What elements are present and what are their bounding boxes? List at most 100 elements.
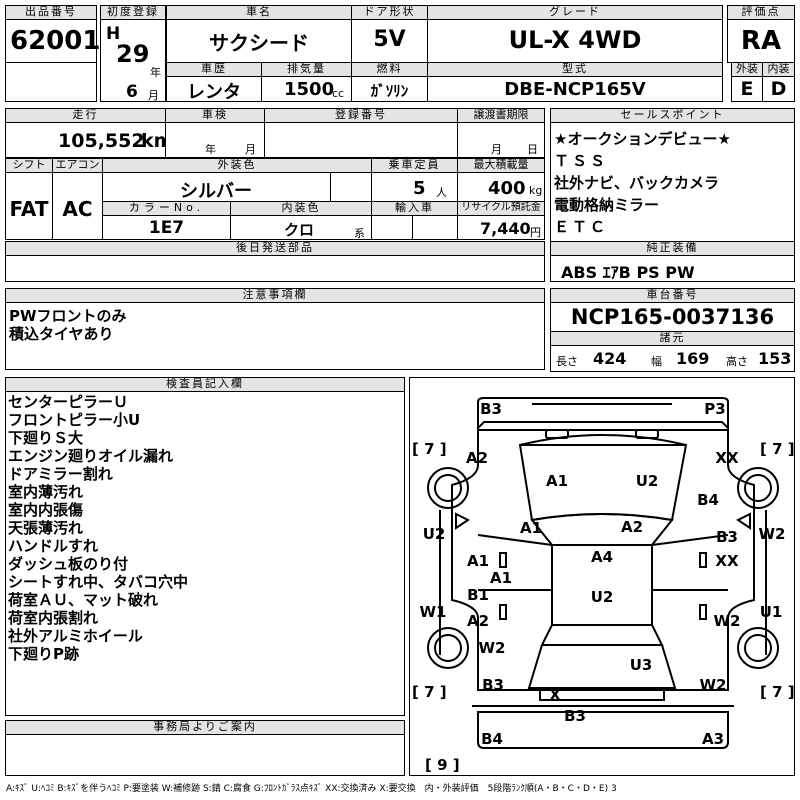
- first-reg-label: 初度登録: [100, 5, 166, 20]
- inspection-cell: [165, 122, 265, 158]
- sales-point-item: ★オークションデビュー★: [554, 130, 731, 148]
- mileage: 105,552: [58, 130, 145, 152]
- fuel-label: 燃料: [351, 62, 428, 77]
- transfer-day-unit: 日: [527, 143, 538, 156]
- plate-label: 登録番号: [264, 108, 458, 123]
- capacity-unit: 人: [436, 186, 447, 199]
- load-unit: kg: [529, 184, 543, 197]
- damage-mark: B3: [482, 676, 504, 694]
- width: 169: [676, 349, 710, 368]
- damage-mark: B3: [716, 528, 738, 546]
- color-label: 外装色: [102, 158, 372, 173]
- damage-mark: U1: [759, 603, 783, 621]
- inspection-label: 車検: [165, 108, 265, 123]
- chassis-label: 車台番号: [550, 288, 795, 303]
- damage-mark: W2: [699, 676, 727, 694]
- mileage-label: 走行: [5, 108, 166, 123]
- fuel: ｶﾞｿﾘﾝ: [370, 82, 409, 100]
- inspector-box: [5, 391, 405, 716]
- damage-mark: A1: [545, 472, 569, 490]
- damage-mark: B4: [697, 491, 719, 509]
- damage-mark: A1: [489, 569, 513, 587]
- load: 400: [488, 178, 526, 199]
- inspector-item: 社外アルミホイール: [8, 627, 143, 645]
- doors-label: ドア形状: [351, 5, 428, 20]
- recycle: 7,440: [480, 219, 531, 238]
- model-label: 型式: [427, 62, 723, 77]
- interior-color-unit: 系: [354, 227, 365, 240]
- load-cell: [457, 172, 545, 202]
- damage-mark: X: [549, 686, 561, 704]
- damage-mark: A1: [466, 552, 490, 570]
- capacity-label: 乗車定員: [371, 158, 458, 173]
- damage-mark: U2: [422, 525, 446, 543]
- tire-front-left: [ 7 ]: [412, 440, 447, 458]
- inspector-item: 天張薄汚れ: [8, 519, 84, 537]
- displacement: 1500: [284, 79, 335, 100]
- damage-mark: XX: [715, 552, 739, 570]
- damage-mark: A3: [701, 730, 725, 748]
- model: DBE-NCP165V: [504, 79, 646, 100]
- inspector-item: ダッシュ板のり付: [8, 555, 129, 573]
- displacement-unit: cc: [332, 87, 345, 100]
- color-cell-right: [330, 172, 372, 202]
- damage-mark: B4: [481, 730, 503, 748]
- inspector-item: ハンドルすれ: [8, 537, 99, 555]
- transfer-month-unit: 月: [491, 143, 502, 156]
- tire-spare: [ 9 ]: [425, 756, 460, 774]
- recycle-cell: [457, 215, 545, 240]
- inspector-item: 室内薄汚れ: [8, 483, 84, 501]
- doors: 5V: [373, 27, 406, 52]
- load-label: 最大積載量: [457, 158, 545, 173]
- shift-label: シフト: [5, 158, 53, 173]
- damage-mark: A4: [590, 548, 614, 566]
- inspector-item: 荷室ＡＵ、マット破れ: [8, 591, 159, 609]
- plate-cell: [264, 122, 458, 158]
- ac-label: エアコン: [52, 158, 103, 173]
- later-parts-label: 後日発送部品: [5, 241, 545, 256]
- year-unit: 年: [150, 66, 161, 79]
- first-reg-cell: [100, 5, 166, 102]
- sales-points-list: ★オークションデビュー★ ＴＳＳ 社外ナビ、バックカメラ 電動格納ミラー ＥＴＣ: [554, 128, 792, 238]
- transfer-label: 譲渡書期限: [457, 108, 545, 123]
- damage-mark: P3: [704, 400, 726, 418]
- int-grade-label: 内装: [762, 62, 795, 77]
- damage-mark: A1: [519, 519, 543, 537]
- inspector-item: ドアミラー割れ: [8, 465, 113, 483]
- color: シルバー: [180, 181, 252, 202]
- notes-box: [5, 302, 545, 370]
- notes-label: 注意事項欄: [5, 288, 545, 303]
- damage-mark: B1: [467, 586, 489, 604]
- lot-no-blank: [5, 62, 97, 102]
- sales-point-item: 社外ナビ、バックカメラ: [554, 174, 720, 192]
- history-cell: [166, 76, 262, 102]
- damage-mark: U2: [590, 588, 614, 606]
- damage-mark: W2: [478, 639, 506, 657]
- car-diagram: [427, 397, 779, 749]
- note-item: PWフロントのみ: [9, 307, 127, 325]
- office-box: [5, 734, 405, 776]
- recycle-unit: 円: [530, 226, 541, 239]
- height-label: 高さ: [726, 355, 748, 368]
- damage-mark: XX: [715, 449, 739, 467]
- damage-mark: B3: [480, 400, 502, 418]
- notes-list: PWフロントのみ 積込タイヤあり: [9, 307, 127, 343]
- sales-point-item: ＥＴＣ: [554, 218, 609, 236]
- history-label: 車歴: [166, 62, 262, 77]
- transfer-cell: [457, 122, 545, 158]
- chassis-box: [550, 302, 795, 332]
- interior-color-label: 内装色: [230, 201, 372, 216]
- inspector-label: 検査員記入欄: [5, 377, 405, 392]
- damage-mark: A2: [465, 449, 489, 467]
- import-label: 輸入車: [371, 201, 458, 216]
- spec-label: 諸元: [550, 331, 795, 346]
- score-label: 評価点: [727, 5, 795, 20]
- ext-grade: E: [740, 78, 754, 100]
- tire-rear-left: [ 7 ]: [412, 683, 447, 701]
- chassis-number: NCP165-0037136: [570, 305, 775, 329]
- sales-points-label: セールスポイント: [550, 108, 795, 123]
- inspector-item: エンジン廻りオイル漏れ: [8, 447, 174, 465]
- mileage-cell: [5, 122, 166, 158]
- spec-box: [550, 345, 795, 372]
- import-cell-divider: [412, 215, 458, 240]
